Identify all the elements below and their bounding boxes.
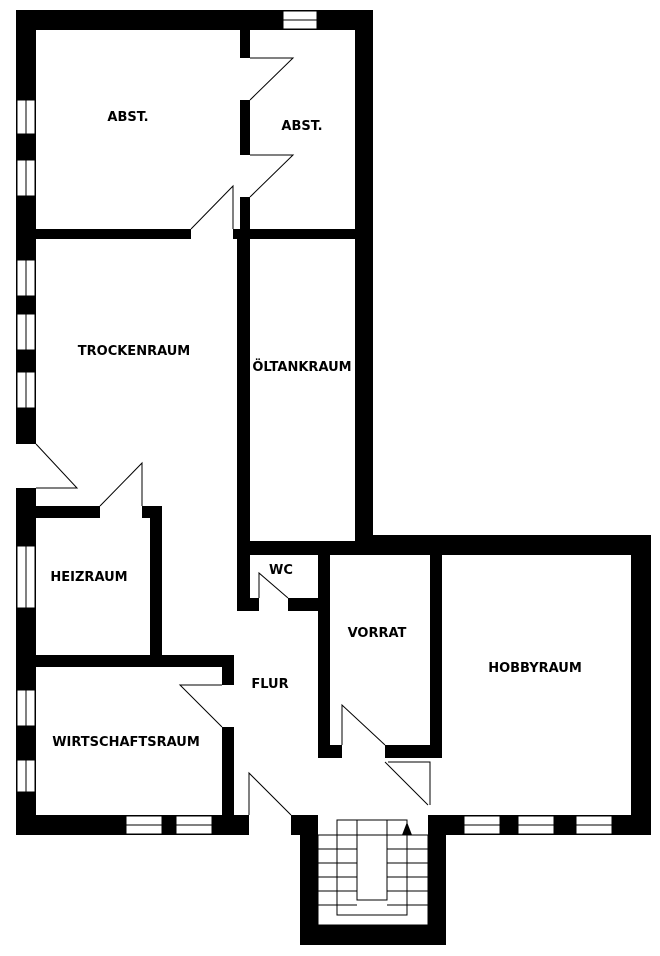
wall-heizraum-top [36,506,100,518]
wall-abst-divider-upper [240,28,250,58]
wall-outer-right-north [355,10,373,555]
wall-stair-right [428,815,446,945]
walls [16,10,651,945]
label-hobbyraum: HOBBYRAUM [488,661,582,676]
label-abst-1: ABST. [107,110,148,125]
door-abst-bottom [190,184,234,230]
wall-wirtschaft-right [222,727,234,827]
label-wc: WC [269,563,293,578]
door-stair-left [248,771,292,816]
wall-abst-bottom-right [233,229,357,239]
wall-east-wing-top [355,535,651,555]
room-labels: ABST. ABST. TROCKENRAUM ÖLTANKRAUM HEIZR… [50,110,581,750]
label-vorrat: VORRAT [348,626,407,641]
door-vorrat [341,703,386,746]
wall-wc-left-foot [237,598,259,611]
door-stair-right [384,761,429,806]
door-left-exterior [35,443,79,489]
doors [35,57,431,816]
wall-stair-top-right [428,815,448,835]
label-flur: FLUR [251,677,288,692]
door-heizraum [99,461,143,507]
label-wirtschaftsraum: WIRTSCHAFTSRAUM [52,735,200,750]
wall-vorrat-bottom-left [318,745,342,758]
wall-abst-divider-lower [240,197,250,242]
wall-abst-bottom-left [36,229,191,239]
wall-outer-top [16,10,373,30]
wall-stair-bottom [300,925,446,945]
windows [16,10,613,835]
wall-stair-left [300,815,318,945]
door-wirtschaft [178,684,223,728]
wall-wirtschaft-top-right [222,655,234,685]
wall-vorrat-left [318,548,330,758]
door-abst-upper [249,57,295,101]
wall-heizraum-right [150,506,162,658]
label-oeltankraum: ÖLTANKRAUM [252,359,351,375]
label-abst-2: ABST. [281,119,322,134]
wall-oeltank-left [237,229,250,611]
wall-vorrat-right [430,548,442,758]
stair-well [336,819,408,916]
wall-vorrat-bottom-right [385,745,442,758]
wall-abst-divider-middle [240,100,250,155]
arrow-up-icon [402,822,412,835]
stair-outline [317,834,429,926]
wall-stair-top-left [291,815,318,835]
door-abst-lower [249,154,295,198]
label-trockenraum: TROCKENRAUM [78,344,190,359]
door-wc [258,571,289,599]
stair-center [356,819,388,901]
wall-wirtschaft-top [36,655,234,667]
wall-oeltank-bottom [237,541,357,555]
staircase [317,819,429,926]
door-hobbyraum [388,761,431,805]
wall-east-wing-right [631,535,651,835]
label-heizraum: HEIZRAUM [50,570,127,585]
